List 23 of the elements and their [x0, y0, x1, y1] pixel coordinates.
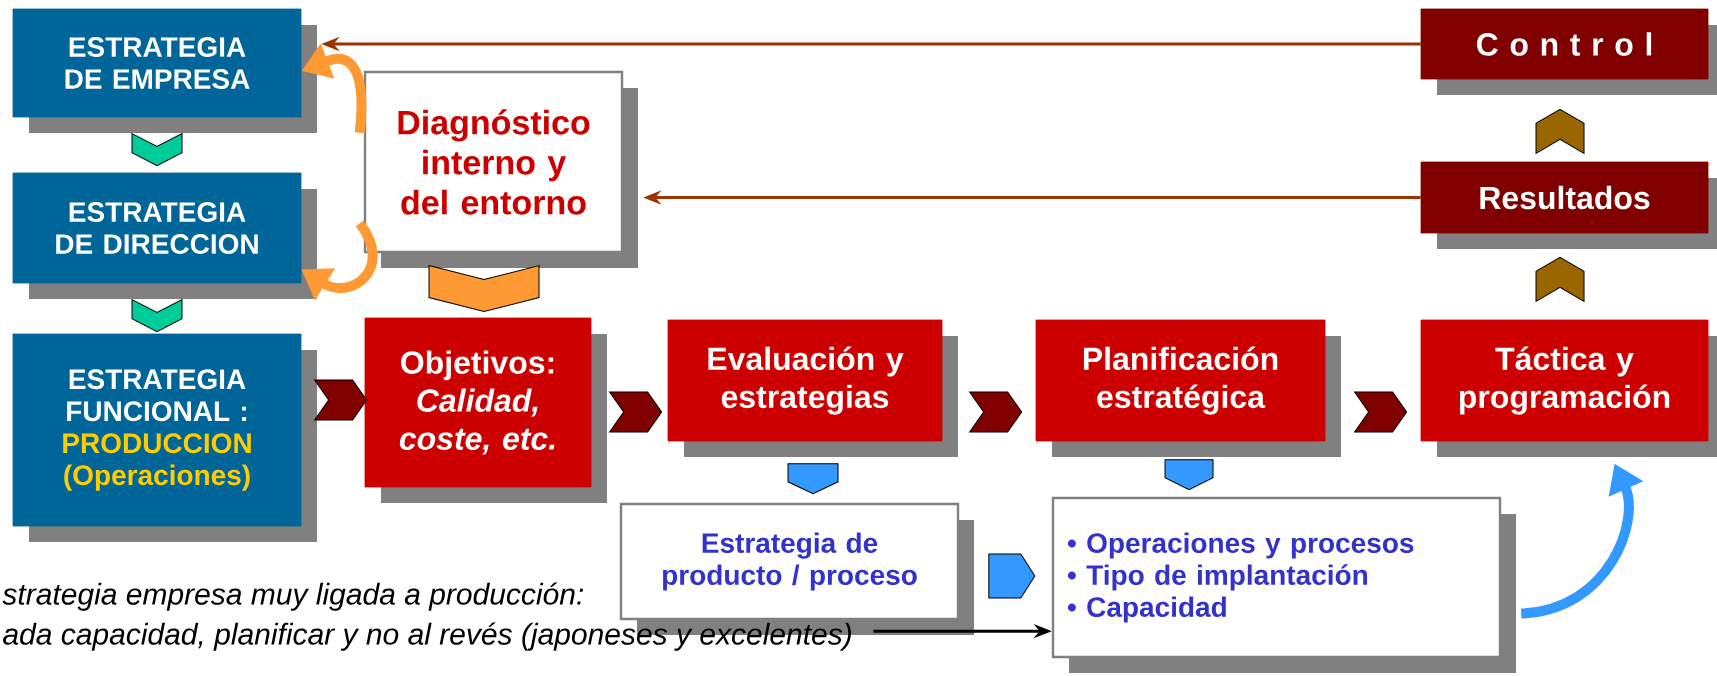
block-arrow: [787, 463, 839, 495]
strategy-box: ESTRATEGIA DE EMPRESA: [12, 8, 317, 133]
block-arrow: [1164, 459, 1214, 491]
chevron-arrow: [609, 391, 663, 433]
process-box: Planificación estratégica: [1035, 319, 1341, 457]
text-box: • Operaciones y procesos • Tipo de implantación • Capacidad: [1051, 496, 1516, 673]
diagnosis-box: Diagnóstico interno y del entorno: [363, 70, 638, 268]
process-box: C o n t r o l: [1420, 8, 1717, 95]
strategy-box: ESTRATEGIA DE DIRECCION: [12, 172, 317, 299]
chevron-arrow: [131, 133, 183, 167]
strategy-box: ESTRATEGIA FUNCIONAL : PRODUCCION (Operaciones): [12, 333, 317, 542]
process-box: Táctica y programación: [1420, 319, 1717, 457]
block-arrow: [988, 553, 1036, 599]
chevron-arrow: [969, 391, 1023, 433]
chevron-arrow: [1535, 256, 1585, 302]
chevron-arrow: [1535, 108, 1585, 154]
chevron-arrow: [314, 379, 368, 421]
process-box: Evaluación y estrategias: [667, 319, 958, 457]
chevron-arrow: [428, 265, 540, 313]
chevron-arrow: [1354, 391, 1408, 433]
process-box: Objetivos: Calidad, coste, etc.: [364, 317, 607, 503]
chevron-arrow: [131, 299, 183, 333]
process-box: Resultados: [1420, 161, 1717, 249]
